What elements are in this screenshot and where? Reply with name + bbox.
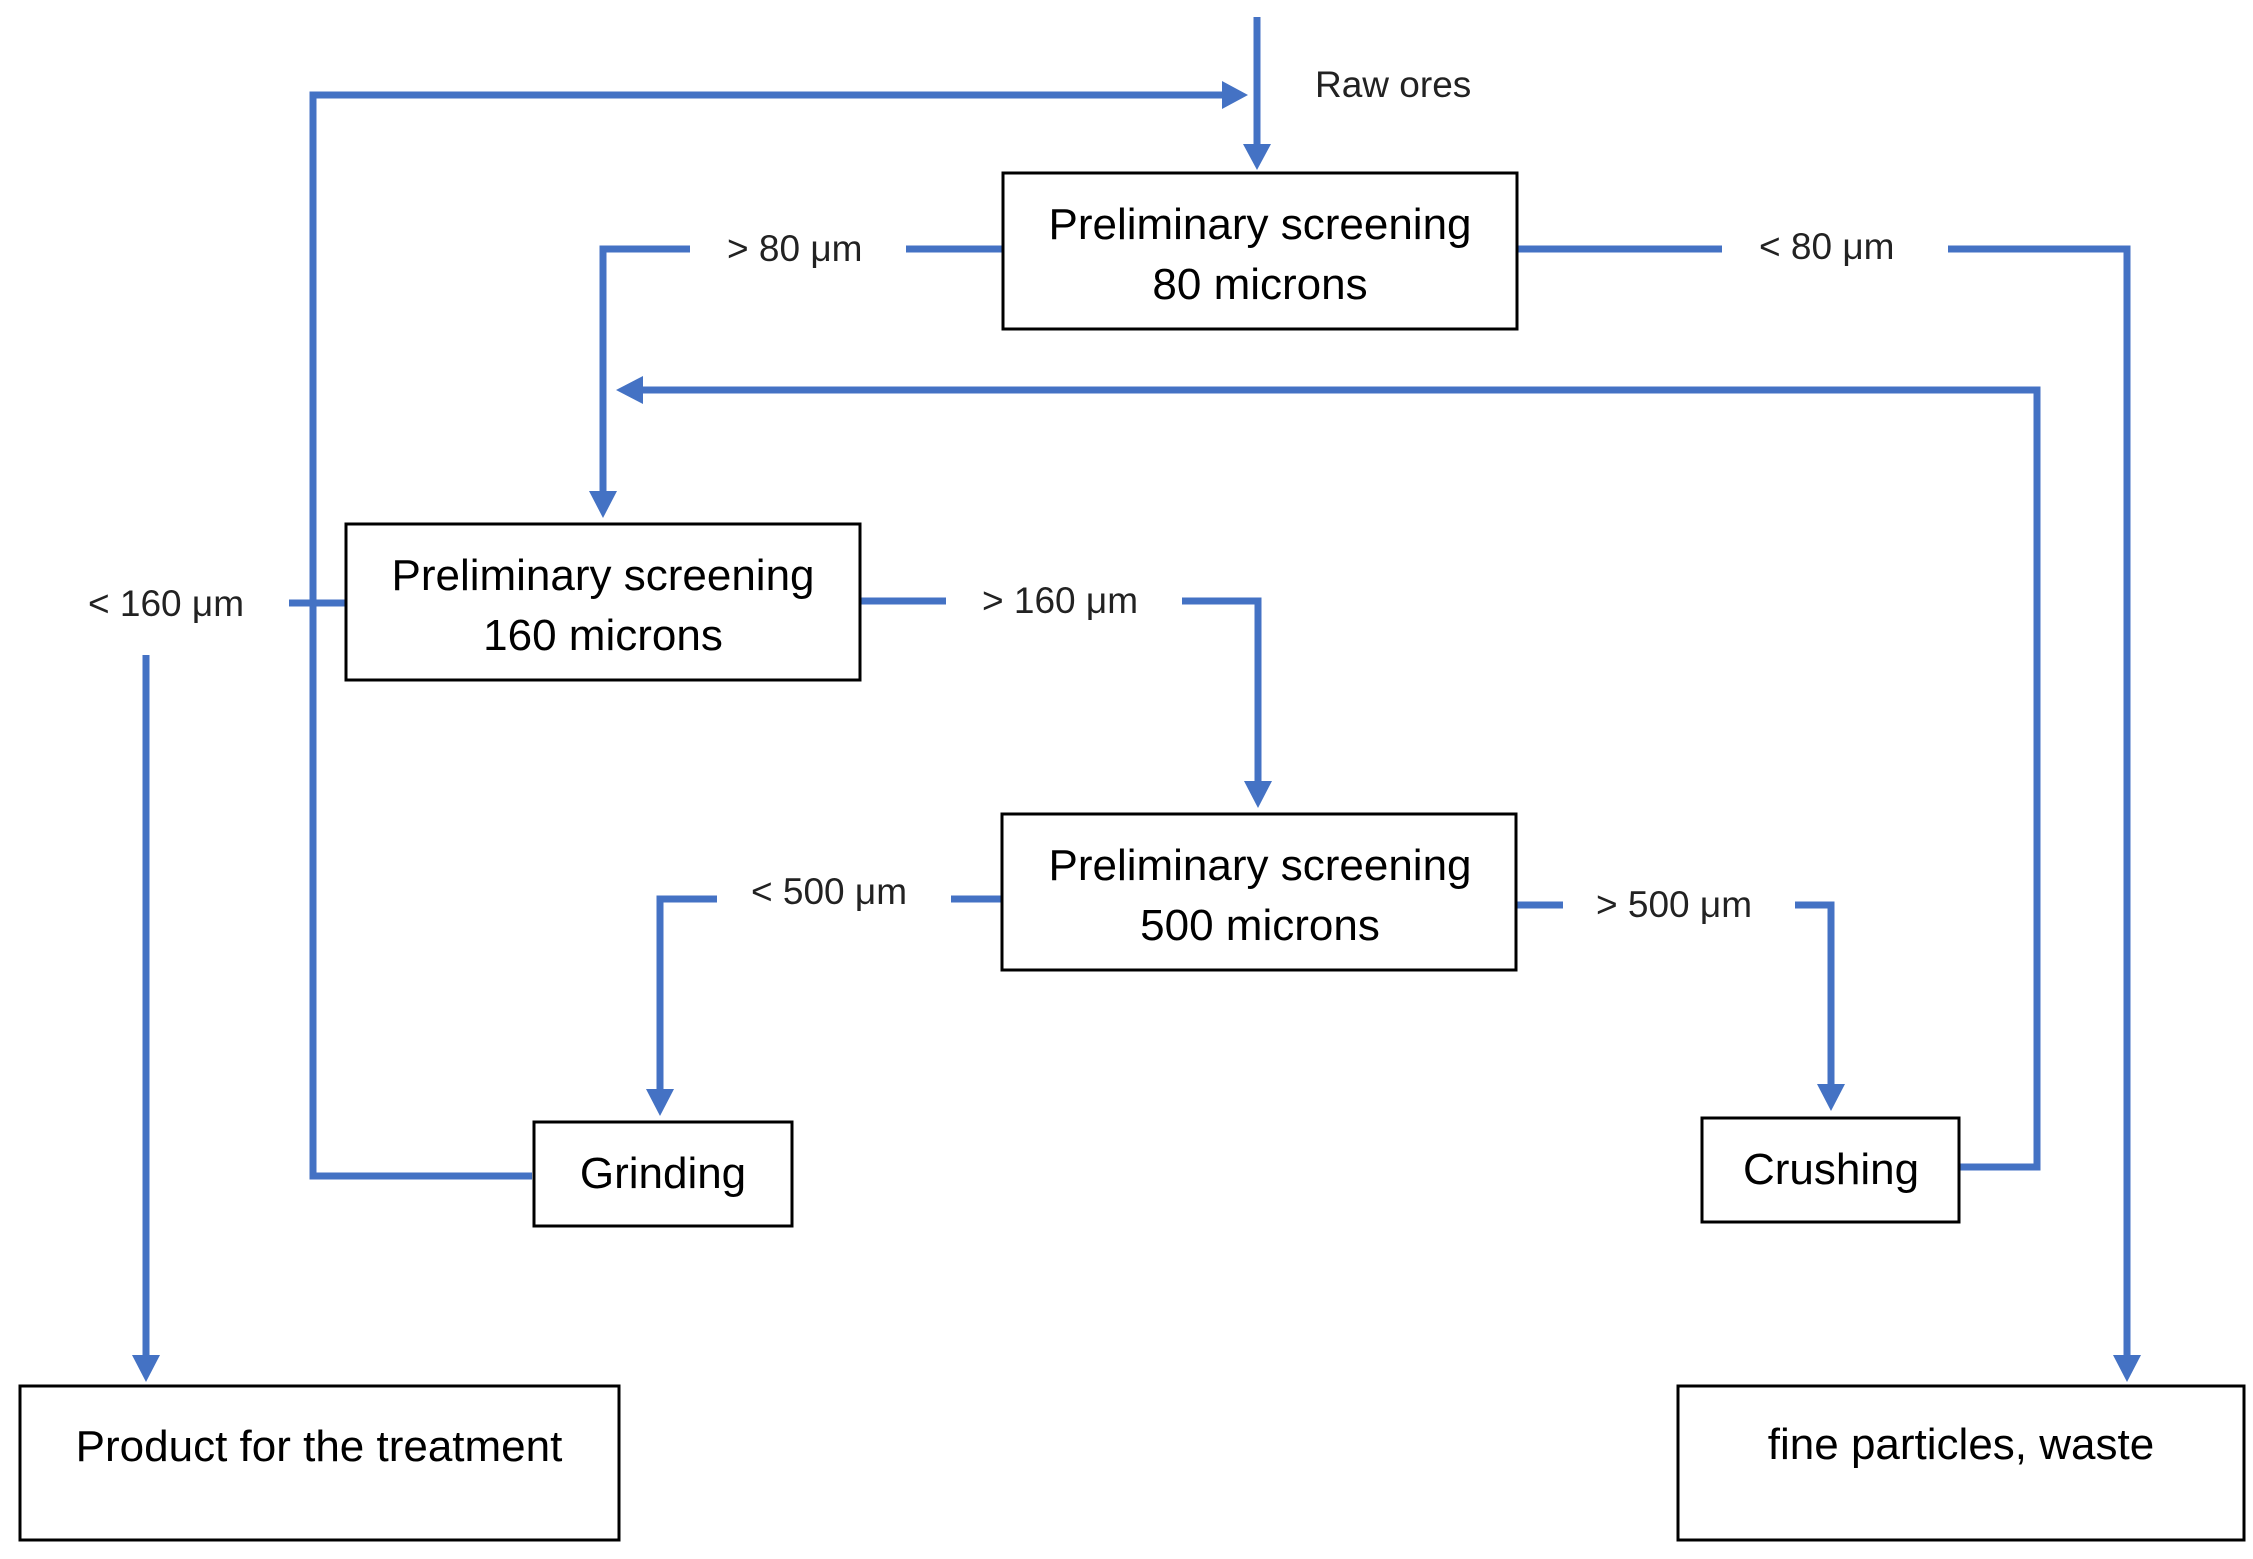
connectors xyxy=(132,17,2141,1382)
lt80-line-right xyxy=(1948,245,2131,1358)
lt160-label: < 160 μm xyxy=(88,583,244,624)
screening-160-line2: 160 microns xyxy=(483,611,723,660)
raw-ores-arrowhead xyxy=(1243,144,1271,170)
product-label: Product for the treatment xyxy=(76,1422,563,1471)
raw-ores-label: Raw ores xyxy=(1315,64,1471,105)
crushing-label: Crushing xyxy=(1743,1145,1919,1194)
screening-160-box: Preliminary screening 160 microns xyxy=(344,522,862,682)
screening-80-line2: 80 microns xyxy=(1152,260,1367,309)
grinding-recycle-line xyxy=(309,91,1225,1180)
lt160-arrowhead xyxy=(132,1355,160,1382)
gt80-line-left xyxy=(599,245,690,495)
gt500-line-right xyxy=(1795,901,1835,1088)
screening-80-box: Preliminary screening 80 microns xyxy=(1001,171,1519,331)
gt160-arrowhead xyxy=(1244,781,1272,808)
gt80-arrowhead xyxy=(589,491,617,518)
crushing-recycle-line xyxy=(640,386,2041,1171)
lt80-label: < 80 μm xyxy=(1759,226,1894,267)
gt160-line-right xyxy=(1182,597,1262,785)
screening-500-box: Preliminary screening 500 microns xyxy=(1000,812,1518,972)
crushing-box: Crushing xyxy=(1700,1116,1961,1224)
waste-label: fine particles, waste xyxy=(1768,1420,2154,1469)
screening-500-line2: 500 microns xyxy=(1140,901,1380,950)
grinding-label: Grinding xyxy=(580,1149,746,1198)
lt500-line-left xyxy=(656,895,717,1093)
screening-500-line1: Preliminary screening xyxy=(1048,841,1471,890)
grinding-recycle-arrowhead xyxy=(1222,81,1248,109)
waste-box: fine particles, waste xyxy=(1676,1384,2246,1542)
gt80-label: > 80 μm xyxy=(727,228,862,269)
gt160-label: > 160 μm xyxy=(982,580,1138,621)
screening-160-line1: Preliminary screening xyxy=(391,551,814,600)
crushing-recycle-arrowhead xyxy=(616,376,643,404)
grinding-box: Grinding xyxy=(532,1120,794,1228)
lt500-label: < 500 μm xyxy=(751,871,907,912)
product-box: Product for the treatment xyxy=(18,1384,621,1542)
flow-labels: Raw ores > 80 μm < 80 μm < 160 μm > 160 … xyxy=(88,64,1894,925)
lt80-arrowhead xyxy=(2113,1355,2141,1382)
gt500-arrowhead xyxy=(1817,1084,1845,1111)
screening-80-line1: Preliminary screening xyxy=(1048,200,1471,249)
lt500-arrowhead xyxy=(646,1089,674,1116)
gt500-label: > 500 μm xyxy=(1596,884,1752,925)
